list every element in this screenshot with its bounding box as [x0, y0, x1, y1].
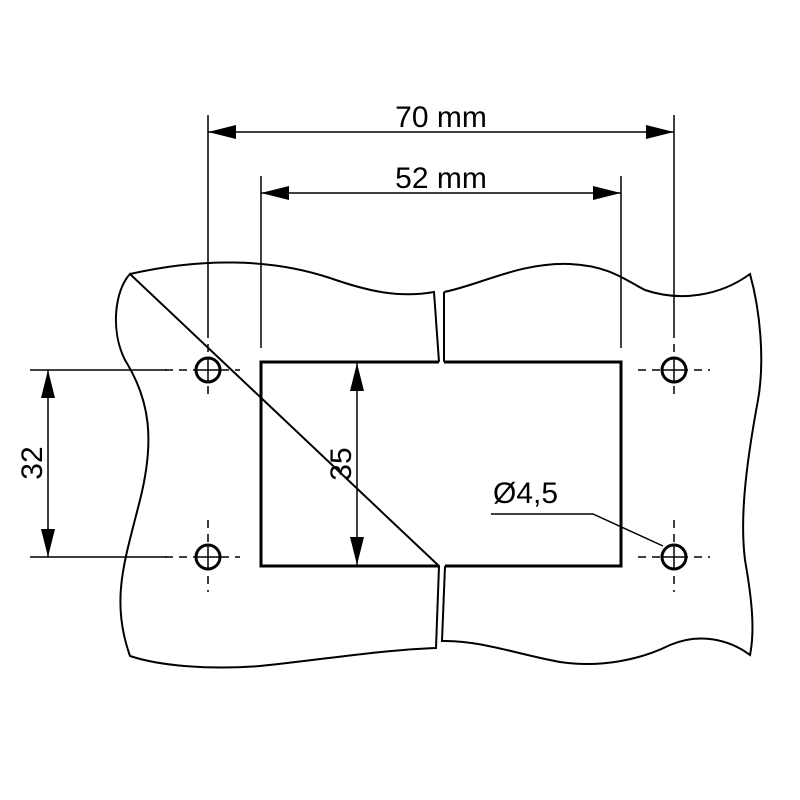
dimension-label-35: 35: [325, 447, 358, 480]
dimension-label-70mm: 70 mm: [395, 101, 487, 134]
mounting-hole-top-right: [660, 356, 688, 384]
leader-line-diameter: [491, 513, 664, 547]
arrow-head-icon: [261, 186, 289, 200]
arrow-head-icon: [593, 186, 621, 200]
cutout-rectangle: [259, 360, 623, 568]
mounting-hole-top-left: [194, 356, 222, 384]
mounting-hole-bottom-right: [660, 543, 688, 571]
dimension-label-52mm: 52 mm: [395, 162, 487, 195]
arrow-head-icon: [646, 125, 674, 139]
dimension-label-32: 32: [16, 446, 49, 479]
hole-centerlines: [165, 330, 710, 592]
arrow-head-icon: [208, 125, 236, 139]
panel-right-outline: [440, 262, 763, 665]
panel-left-outline: [114, 261, 441, 669]
arrow-head-icon: [41, 529, 55, 557]
dimension-label-diameter: Ø4,5: [493, 477, 558, 510]
arrow-head-icon: [41, 370, 55, 398]
arrow-head-icon: [350, 363, 364, 391]
mounting-hole-bottom-left: [194, 543, 222, 571]
arrow-head-icon: [350, 537, 364, 565]
